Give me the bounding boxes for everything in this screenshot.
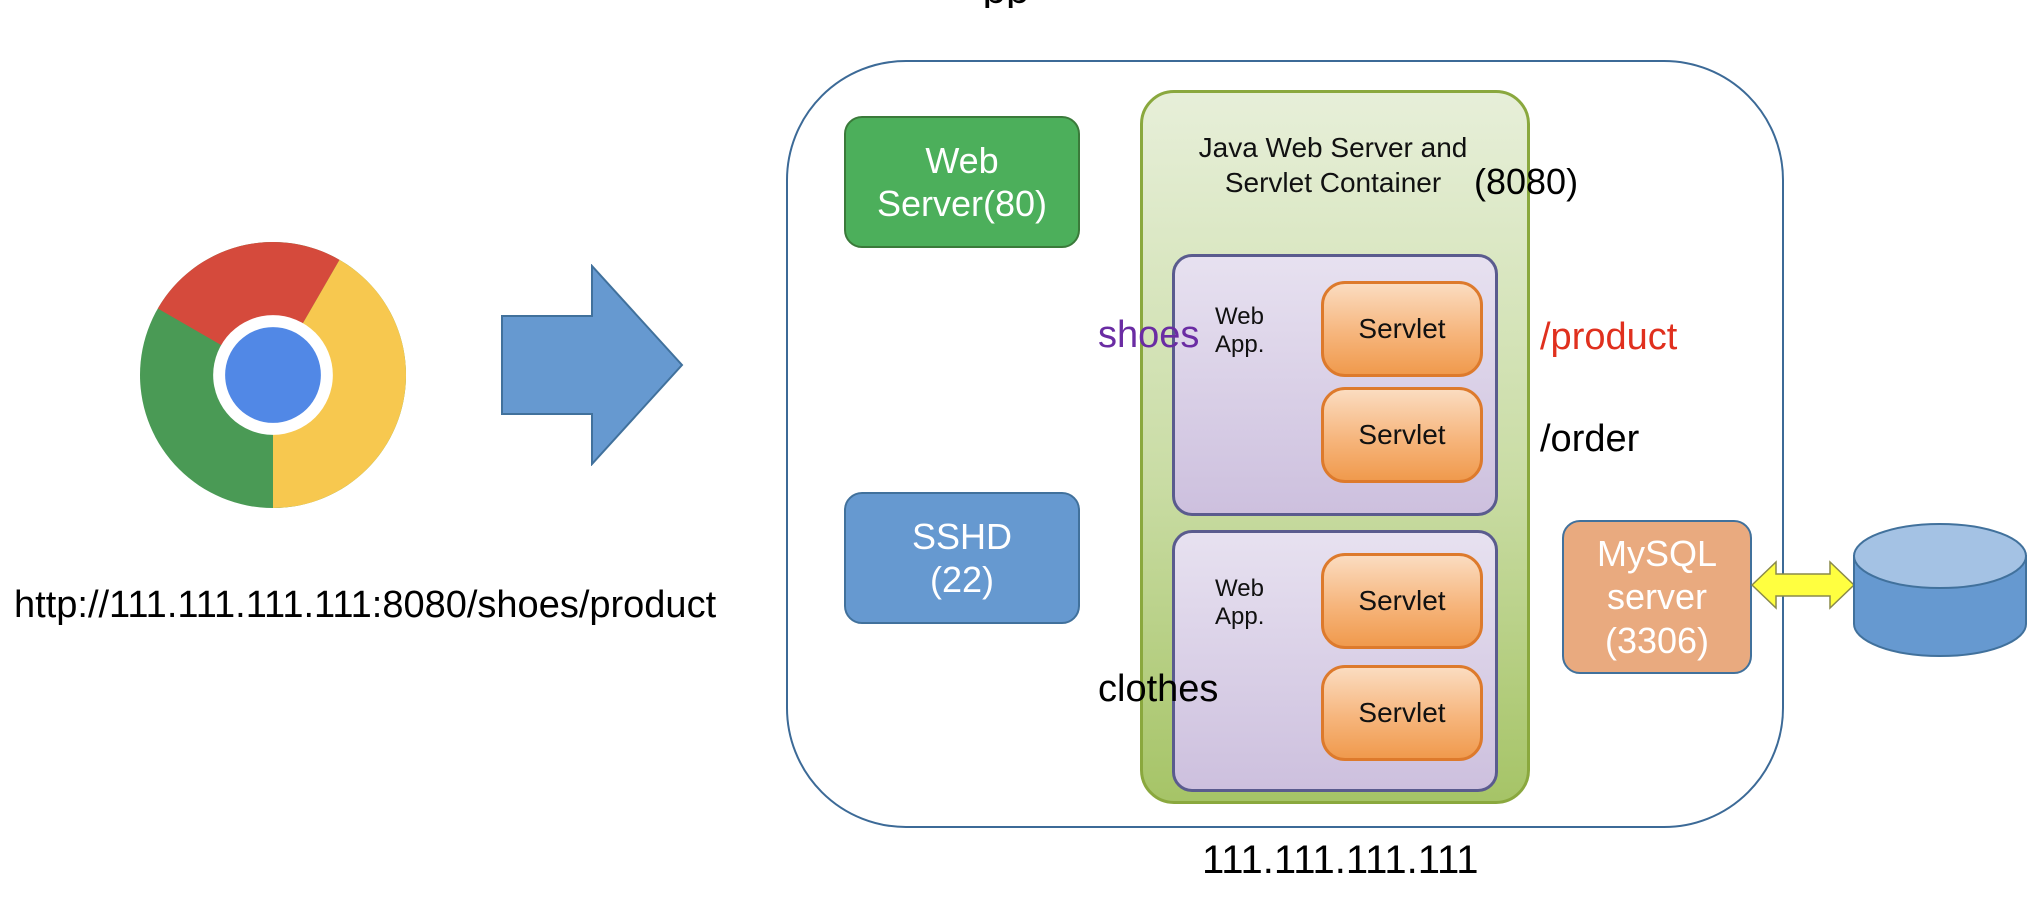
- mysql-server-box: MySQL server (3306): [1562, 520, 1752, 674]
- server-machine: [786, 60, 1784, 828]
- servlet-product: Servlet: [1321, 281, 1483, 377]
- context-path-shoes: shoes: [1098, 314, 1200, 356]
- servlet-path-order: /order: [1540, 418, 1640, 460]
- server-ip-label: 111.111.111.111: [1202, 838, 1479, 882]
- servlet-container-title: Java Web Server and Servlet Container: [1198, 132, 1468, 198]
- servlet-path-product: /product: [1540, 316, 1678, 358]
- right-arrow-icon: [501, 264, 684, 466]
- servlet-container-port: (8080): [1474, 161, 1579, 202]
- chrome-icon: [140, 242, 406, 508]
- web-app-label: Web App.: [1215, 575, 1265, 630]
- web-app-label: Web App.: [1215, 303, 1265, 358]
- servlet: Servlet: [1321, 665, 1483, 761]
- sshd-box: SSHD (22): [844, 492, 1080, 624]
- context-path-clothes: clothes: [1098, 668, 1219, 710]
- servlet-order: Servlet: [1321, 387, 1483, 483]
- top-cut-text: pp: [958, 0, 1054, 8]
- double-arrow-icon: [1750, 560, 1856, 610]
- web-app-clothes: Web App. Servlet Servlet: [1172, 530, 1498, 792]
- web-server-box: Web Server(80): [844, 116, 1080, 248]
- web-app-shoes: Web App. Servlet Servlet: [1172, 254, 1498, 516]
- servlet: Servlet: [1321, 553, 1483, 649]
- database-icon: [1853, 523, 2027, 657]
- client-url: http://111.111.111.111:8080/shoes/produc…: [14, 584, 717, 626]
